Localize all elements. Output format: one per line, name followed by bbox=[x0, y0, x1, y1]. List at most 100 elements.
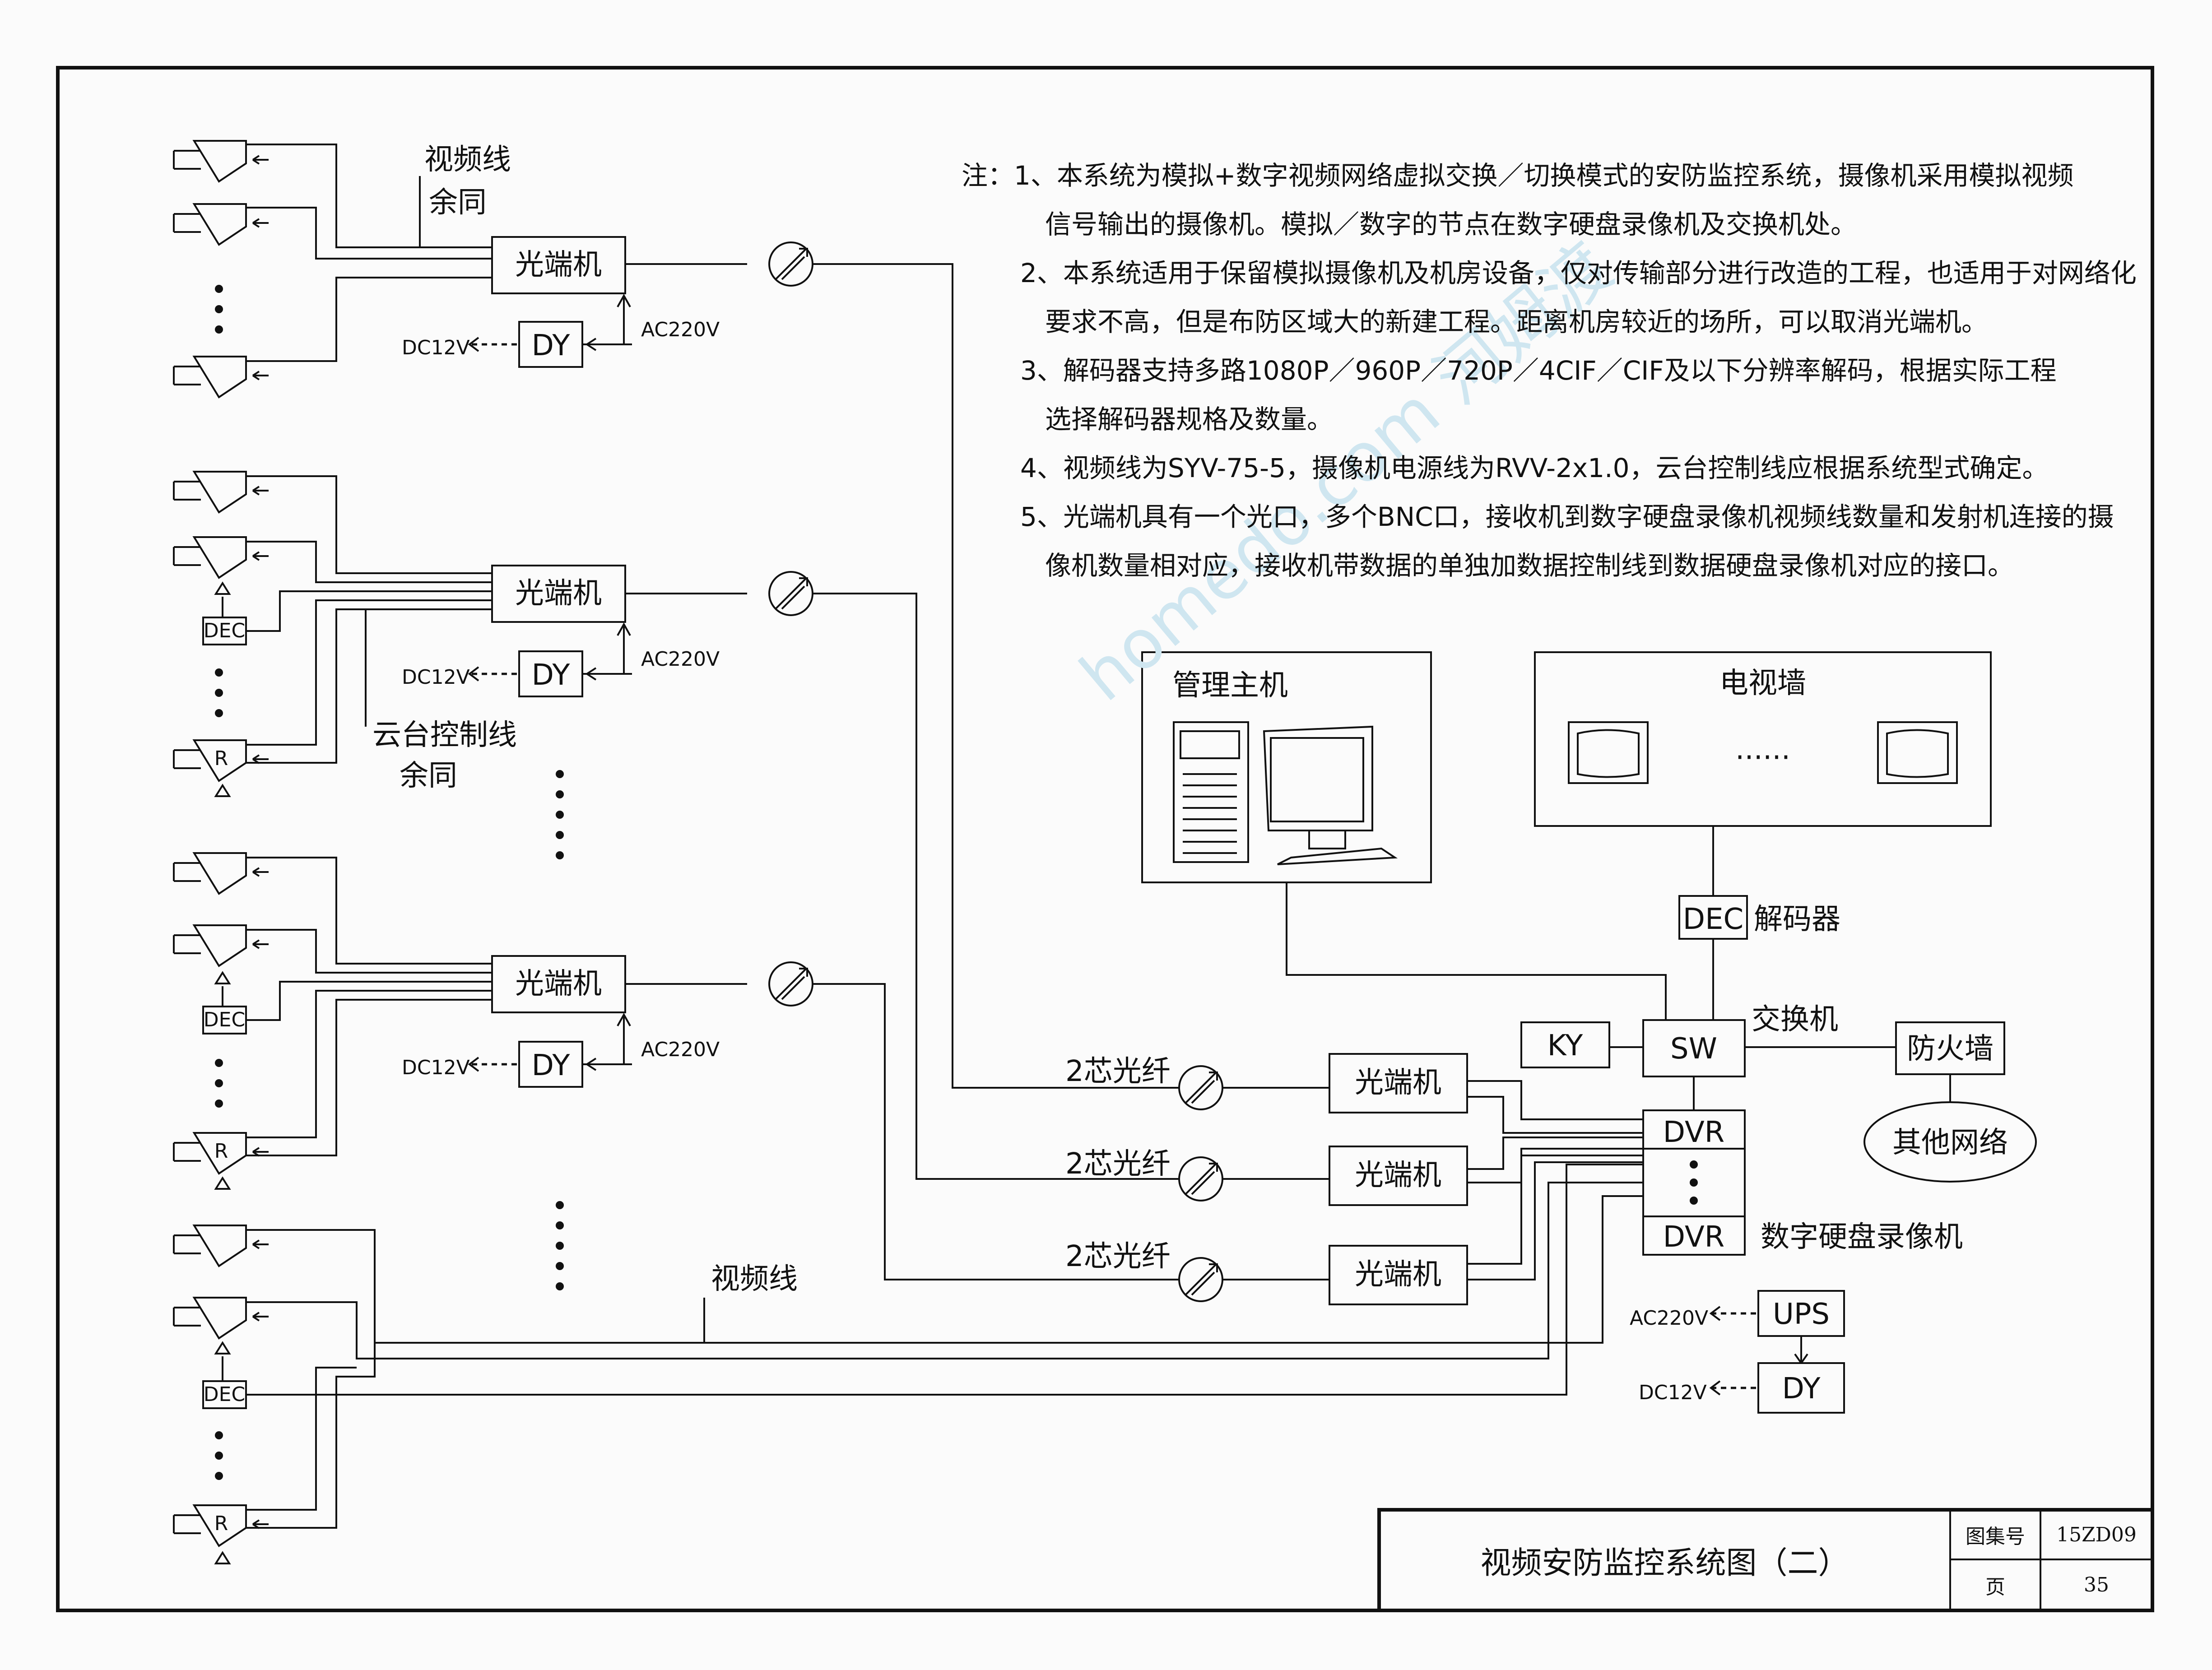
other-network bbox=[1863, 1101, 2037, 1183]
title-block bbox=[1377, 1508, 2154, 1612]
optical-terminal-label: 光端机 bbox=[1355, 1258, 1441, 1291]
sw-label: SW bbox=[1670, 1032, 1717, 1066]
dc12v-label: DC12V bbox=[402, 666, 470, 689]
dvr-label: DVR bbox=[1663, 1220, 1724, 1254]
dy-power-box bbox=[1757, 1362, 1845, 1414]
decoder-caption: 解码器 bbox=[1754, 903, 1840, 936]
optical-terminal bbox=[491, 236, 626, 294]
note-line: 1、本系统为模拟+数字视频网络虚拟交换／切换模式的安防监控系统，摄像机采用模拟视… bbox=[1014, 160, 2074, 191]
camera-group-3: DEC R 光端机 DY DC12V AC220V bbox=[173, 852, 1179, 1280]
optical-terminal-label: 光端机 bbox=[515, 967, 602, 1001]
note-line: 3、解码器支持多路1080P／960P／720P／4CIF／CIF及以下分辨率解… bbox=[1020, 355, 2057, 386]
dy-label: DY bbox=[532, 659, 571, 692]
ups-label: UPS bbox=[1773, 1298, 1830, 1331]
ac220v-label: AC220V bbox=[641, 318, 720, 341]
control-room: 2芯光纤 光端机 2芯光纤 光端机 2芯光纤 光端机 DVR DVR 数字硬盘录… bbox=[1065, 651, 2037, 1414]
camera-icon bbox=[173, 471, 270, 513]
tv-wall bbox=[1534, 651, 1992, 827]
camera-icon bbox=[173, 852, 270, 895]
same-rest-label: 余同 bbox=[400, 759, 457, 793]
ptz-icon bbox=[215, 582, 230, 595]
notes-block: 注：1、本系统为模拟+数字视频网络虚拟交换／切换模式的安防监控系统，摄像机采用模… bbox=[962, 151, 2144, 590]
receiver-label: R bbox=[214, 1512, 228, 1535]
keyboard-ky bbox=[1520, 1021, 1610, 1068]
note-line: 选择解码器规格及数量。 bbox=[1045, 404, 1334, 435]
note-line: 4、视频线为SYV-75-5，摄像机电源线为RVV-2x1.0，云台控制线应根据… bbox=[1020, 453, 2049, 483]
title-block-text: 视频安防监控系统图（二） 图集号 15ZD09 页 35 bbox=[1379, 1510, 2169, 1616]
camera-icon bbox=[173, 356, 270, 398]
fiber-icon bbox=[1178, 1065, 1223, 1110]
firewall bbox=[1895, 1021, 2005, 1075]
drawing-frame bbox=[56, 66, 2154, 1612]
network-switch bbox=[1642, 1019, 1746, 1077]
page-number: 35 bbox=[2084, 1573, 2109, 1596]
tv-wall-label: 电视墙 bbox=[1719, 667, 1806, 700]
video-line-label: 视频线 bbox=[711, 1262, 798, 1296]
fiber-icon bbox=[768, 961, 813, 1007]
fiber-2core-label: 2芯光纤 bbox=[1065, 1147, 1171, 1181]
fiber-icon bbox=[768, 571, 813, 616]
optical-terminal-label: 光端机 bbox=[515, 248, 602, 282]
camera-icon bbox=[173, 203, 270, 246]
other-network-label: 其他网络 bbox=[1892, 1126, 2008, 1160]
page-label: 页 bbox=[1985, 1575, 2005, 1599]
dec-label: DEC bbox=[204, 619, 245, 642]
computer-icon bbox=[1173, 721, 1398, 865]
ptz-icon bbox=[215, 1177, 230, 1190]
ptz-icon bbox=[215, 1552, 230, 1564]
atlas-no-label: 图集号 bbox=[1966, 1525, 2025, 1548]
ptz-line-label: 云台控制线 bbox=[372, 719, 517, 752]
switch-caption: 交换机 bbox=[1752, 1003, 1838, 1036]
dc12v-label: DC12V bbox=[402, 336, 470, 359]
dec-label: DEC bbox=[204, 1008, 245, 1031]
ac220v-label: AC220V bbox=[641, 1038, 720, 1061]
management-host-frame bbox=[1141, 651, 1432, 883]
dec-box bbox=[202, 1006, 247, 1034]
note-line: 2、本系统适用于保留模拟摄像机及机房设备，仅对传输部分进行改造的工程，也适用于对… bbox=[1020, 258, 2137, 288]
camera-icon bbox=[173, 536, 270, 579]
optical-terminal-label: 光端机 bbox=[1355, 1066, 1441, 1099]
note-line: 要求不高，但是布防区域大的新建工程。距离机房较近的场所，可以取消光端机。 bbox=[1045, 306, 1988, 337]
fiber-icon bbox=[768, 241, 813, 287]
dvr-caption: 数字硬盘录像机 bbox=[1761, 1220, 1963, 1254]
atlas-no: 15ZD09 bbox=[2056, 1523, 2137, 1546]
same-rest-label: 余同 bbox=[429, 186, 487, 219]
optical-terminal-label: 光端机 bbox=[1355, 1159, 1441, 1192]
tv-wall-dots: ······ bbox=[1735, 741, 1790, 775]
dy-power-box bbox=[518, 321, 583, 368]
firewall-label: 防火墙 bbox=[1907, 1032, 1994, 1066]
camera-icon bbox=[173, 924, 270, 967]
fiber-2core-label: 2芯光纤 bbox=[1065, 1240, 1171, 1273]
dc12v-label: DC12V bbox=[402, 1056, 470, 1079]
optical-terminal bbox=[491, 955, 626, 1013]
camera-icon bbox=[173, 1297, 270, 1339]
dec-label: DEC bbox=[1683, 903, 1743, 936]
dec-label: DEC bbox=[204, 1383, 245, 1406]
fiber-icon bbox=[1178, 1257, 1223, 1302]
video-line-label: 视频线 bbox=[424, 143, 511, 176]
camera-icon bbox=[173, 140, 270, 182]
dy-label: DY bbox=[532, 1049, 571, 1082]
ptz-icon bbox=[215, 972, 230, 984]
drawing-title: 视频安防监控系统图（二） bbox=[1480, 1545, 1849, 1581]
dec-box bbox=[202, 617, 247, 645]
camera-group-2: DEC R 光端机 云台控制线 余同 DY DC12V AC220V bbox=[173, 471, 1179, 1180]
ac220v-label: AC220V bbox=[1630, 1307, 1708, 1330]
dvr-label: DVR bbox=[1663, 1116, 1724, 1149]
optical-terminal-receiver bbox=[1329, 1146, 1468, 1206]
fiber-2core-label: 2芯光纤 bbox=[1065, 1055, 1171, 1088]
optical-terminal-receiver bbox=[1329, 1245, 1468, 1305]
dy-power-box bbox=[518, 650, 583, 697]
note-line: 5、光端机具有一个光口，多个BNC口，接收机到数字硬盘录像机视频线数量和发射机连… bbox=[1020, 501, 2114, 532]
ups-box bbox=[1757, 1290, 1845, 1337]
ptz-icon bbox=[215, 784, 230, 797]
note-line: 像机数量相对应，接收机带数据的单独加数据控制线到数据硬盘录像机对应的接口。 bbox=[1045, 550, 2014, 581]
note-line: 信号输出的摄像机。模拟／数字的节点在数字硬盘录像机及交换机处。 bbox=[1045, 209, 1857, 240]
monitor-icon bbox=[1877, 721, 1958, 784]
ky-label: KY bbox=[1547, 1029, 1584, 1062]
ac220v-label: AC220V bbox=[641, 648, 720, 671]
notes-prefix: 注： bbox=[962, 160, 1014, 191]
monitor-icon bbox=[1568, 721, 1649, 784]
ptz-icon bbox=[215, 1342, 230, 1355]
management-host-label: 管理主机 bbox=[1172, 669, 1288, 702]
